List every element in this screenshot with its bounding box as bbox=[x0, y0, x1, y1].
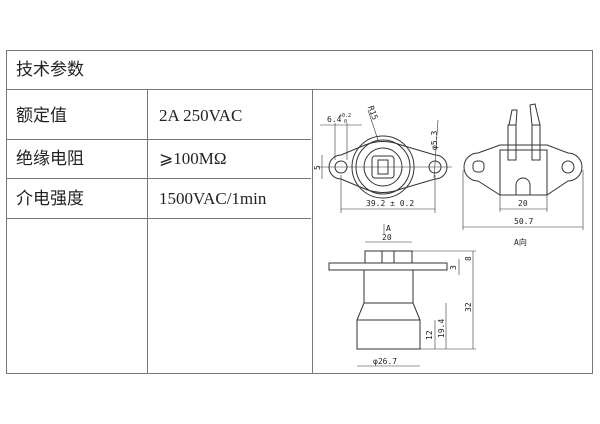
dim-base-height: 12 bbox=[425, 330, 434, 340]
dim-slot-tol-low: 0 bbox=[344, 119, 347, 125]
dim-slot-tol: +0.2 bbox=[339, 113, 351, 119]
dim-lower-height: 19.4 bbox=[437, 319, 446, 338]
terminal-left bbox=[507, 124, 517, 161]
row-value-rated: 2A 250VAC bbox=[159, 106, 243, 125]
row-value-insulation: ⩾100MΩ bbox=[159, 149, 227, 168]
body bbox=[356, 270, 421, 350]
divider bbox=[7, 178, 311, 179]
notch bbox=[515, 177, 531, 195]
cap bbox=[364, 250, 413, 264]
row-label-insulation: 绝缘电阻 bbox=[16, 149, 84, 169]
dim-slot-width: 6.4 bbox=[327, 115, 342, 124]
slot-hole-left bbox=[472, 160, 485, 173]
divider bbox=[312, 89, 313, 373]
dim-height: 5 bbox=[313, 165, 322, 170]
view-arrow-label: A bbox=[386, 224, 391, 233]
dim-total-width: 50.7 bbox=[514, 217, 533, 226]
side-view: A 20 φ26.7 3 8 32 19.4 12 bbox=[328, 224, 476, 367]
table-header: 技术参数 bbox=[16, 60, 84, 80]
divider bbox=[147, 89, 148, 373]
a-view: 20 50.7 A向 bbox=[462, 103, 584, 247]
dim-cap-height: 8 bbox=[464, 256, 473, 261]
flange-outline bbox=[463, 144, 583, 196]
divider bbox=[7, 139, 311, 140]
hole-right bbox=[561, 160, 575, 174]
divider bbox=[7, 89, 592, 90]
dim-cap-width: 20 bbox=[382, 233, 392, 242]
row-label-dielectric: 介电强度 bbox=[16, 189, 84, 209]
top-view: 39.2 ± 0.2 6.4 +0.2 0 R15 φ5.3 5 bbox=[313, 105, 452, 213]
dim-flange-thickness: 3 bbox=[449, 265, 458, 270]
dim-radius: R15 bbox=[366, 105, 379, 122]
terminal-block bbox=[499, 149, 548, 196]
row-value-dielectric: 1500VAC/1min bbox=[159, 189, 267, 208]
row-label-rated: 额定值 bbox=[16, 106, 67, 126]
divider bbox=[7, 218, 311, 219]
flange bbox=[328, 262, 448, 271]
dim-hole: φ5.3 bbox=[430, 131, 439, 150]
dim-total-height: 32 bbox=[464, 302, 473, 312]
terminal-right bbox=[531, 124, 541, 161]
dim-block-width: 20 bbox=[518, 199, 528, 208]
view-caption: A向 bbox=[514, 237, 527, 247]
dim-hole-spacing: 39.2 ± 0.2 bbox=[366, 199, 414, 208]
spec-table: 技术参数 额定值 2A 250VAC 绝缘电阻 ⩾100MΩ 介电强度 1500… bbox=[6, 50, 593, 374]
wire-left bbox=[508, 109, 518, 126]
dim-base-diameter: φ26.7 bbox=[373, 357, 397, 366]
wire-right bbox=[529, 103, 541, 126]
